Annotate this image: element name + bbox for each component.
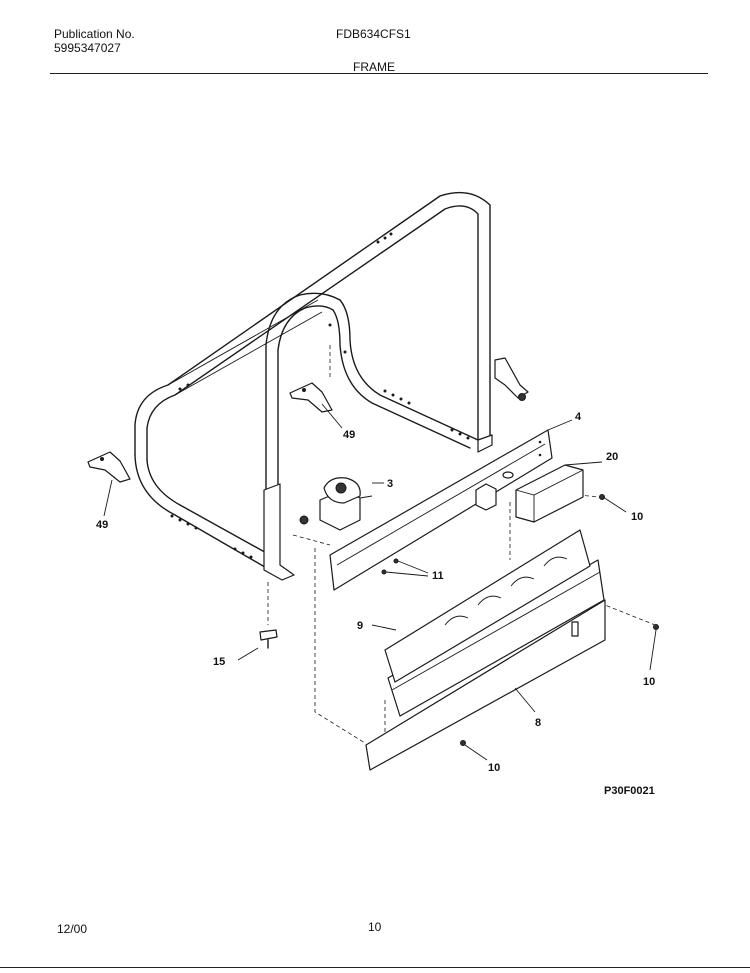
- footer-rule: [0, 967, 750, 968]
- callout-10-b: 10: [643, 676, 655, 688]
- publication-label: Publication No.: [54, 27, 135, 41]
- kick-plate: [384, 529, 591, 683]
- callout-49-right: 49: [343, 429, 355, 441]
- rail-bracket: [475, 483, 497, 511]
- callout-10-c: 10: [488, 762, 500, 774]
- frame-front-loop: [167, 292, 479, 561]
- left-rear-leveling-leg: [87, 451, 131, 483]
- screw-10-a: [599, 494, 627, 513]
- leader-20: [564, 461, 603, 466]
- right-front-leg-bracket: [477, 434, 493, 453]
- screw-15: [237, 629, 278, 661]
- section-title: FRAME: [353, 60, 395, 74]
- frame-rear-loop: [134, 191, 491, 571]
- callout-8: 8: [535, 717, 541, 729]
- header-rule: [50, 73, 708, 74]
- front-left-foot: [299, 515, 309, 525]
- guide-line-8: [314, 548, 366, 744]
- callout-4: 4: [575, 411, 582, 423]
- callout-20: 20: [606, 451, 618, 463]
- guide-line-11: [292, 534, 331, 546]
- front-rail: [329, 429, 553, 591]
- screws-11: [381, 558, 429, 577]
- callout-3: 3: [387, 478, 393, 490]
- callout-15: 15: [213, 656, 225, 668]
- screw-10-b: [649, 624, 659, 671]
- callout-10-a: 10: [631, 511, 643, 523]
- callout-11: 11: [432, 570, 444, 582]
- leader-49-left: [103, 479, 113, 517]
- callout-9: 9: [357, 620, 363, 632]
- left-front-leg-bracket: [263, 483, 295, 581]
- publication-number: 5995347027: [54, 41, 121, 55]
- guide-line-10b: [599, 602, 656, 626]
- model-number: FDB634CFS1: [336, 27, 411, 41]
- leader-49-right: [321, 403, 343, 429]
- callout-49-left: 49: [96, 519, 108, 531]
- leader-9: [371, 624, 397, 631]
- right-rear-leveling-leg: [289, 382, 333, 413]
- leader-8: [514, 687, 536, 713]
- footer-date: 12/00: [57, 922, 88, 936]
- leader-4: [547, 419, 573, 431]
- water-valve: [319, 477, 373, 531]
- footer-page-number: 10: [368, 920, 382, 934]
- toe-panel: [365, 559, 606, 771]
- frame-holes: [170, 232, 470, 559]
- rear-right-foot: [494, 357, 529, 401]
- figure-id: P30F0021: [604, 785, 655, 797]
- screw-10-c: [460, 740, 488, 761]
